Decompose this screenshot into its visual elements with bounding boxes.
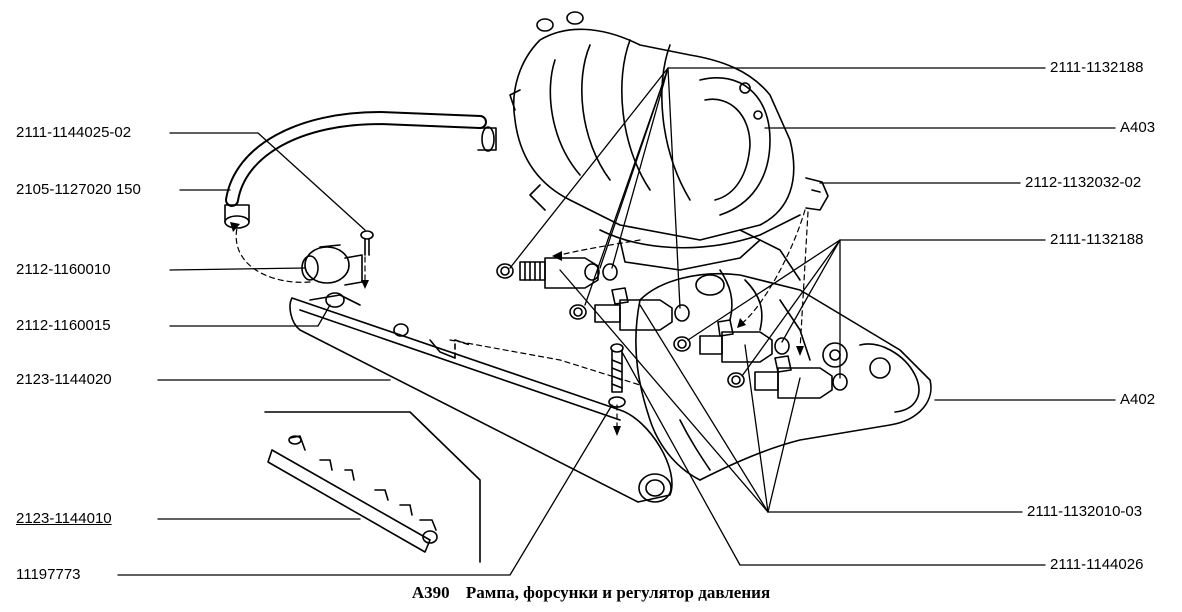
label-ref-a402: A402 — [1120, 391, 1156, 408]
label-o-ring-upper: 2111-1132188 — [1050, 59, 1144, 76]
label-clip: 2112-1132032-02 — [1025, 174, 1142, 191]
fuel-rail-part — [289, 292, 673, 503]
bolt-washer — [608, 343, 626, 408]
label-regulator-seal: 2112-1160015 — [16, 317, 111, 334]
intake-manifold — [509, 11, 801, 271]
label-o-ring-lower: 2111-1132188 — [1050, 231, 1144, 248]
label-washer: 11197773 — [16, 566, 81, 583]
label-injector: 2111-1132010-03 — [1027, 503, 1143, 520]
label-hose: 2105-1127020 150 — [16, 181, 141, 198]
leader-lines — [117, 67, 1116, 576]
label-hose-fastener: 2111-1144025-02 — [16, 124, 132, 141]
label-pressure-regulator: 2112-1160010 — [16, 261, 111, 278]
fuel-hose — [224, 111, 497, 229]
rail-assembly-part — [264, 411, 481, 563]
label-fuel-rail: 2123-1144020 — [16, 371, 112, 388]
injectors — [496, 177, 848, 399]
label-ref-a403: A403 — [1120, 119, 1156, 136]
engine-head — [635, 229, 932, 481]
caption-code: A390 — [411, 583, 450, 602]
label-bolt: 2111-1144026 — [1050, 556, 1144, 573]
caption-title: Рампа, форсунки и регулятор давления — [465, 583, 771, 602]
injector-3 — [673, 319, 790, 363]
figure-caption: A390 Рампа, форсунки и регулятор давлени… — [0, 583, 1182, 603]
injector-1 — [496, 257, 618, 289]
label-rail-assembly: 2123-1144010 — [16, 510, 112, 527]
pressure-regulator-part — [301, 230, 374, 286]
arrow-heads — [230, 222, 804, 436]
assembly-arrows — [235, 209, 809, 431]
injector-2 — [569, 287, 690, 331]
